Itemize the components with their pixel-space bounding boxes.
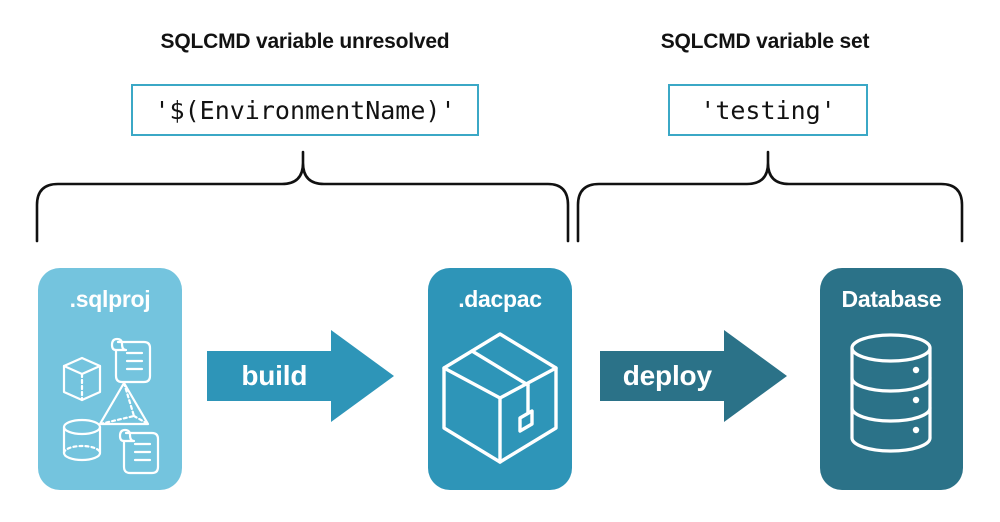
arrow-build: build <box>207 330 394 422</box>
arrow-build-label: build <box>241 360 308 391</box>
database-cylinder-icon <box>850 333 932 453</box>
arrow-deploy-label: deploy <box>622 360 712 391</box>
arrow-shape <box>600 330 787 422</box>
artifact-sqlproj-art <box>38 320 182 485</box>
arrow-deploy: deploy <box>600 330 787 422</box>
arrow-shape <box>207 330 394 422</box>
group-title-right: SQLCMD variable set <box>660 30 870 53</box>
pyramid-icon <box>98 381 150 426</box>
group-title-left: SQLCMD variable unresolved <box>160 30 450 53</box>
artifact-database-label: Database <box>841 286 942 312</box>
sqlcmd-variable-set-value: 'testing' <box>668 84 868 136</box>
cube-icon <box>62 356 102 402</box>
sqlcmd-variable-unresolved-value: '$(EnvironmentName)' <box>131 84 479 136</box>
artifact-dacpac-art <box>428 320 572 485</box>
artifact-database-art <box>820 320 963 485</box>
artifact-database: Database <box>820 268 963 490</box>
artifact-sqlproj-label: .sqlproj <box>69 286 151 312</box>
script-icon <box>110 337 152 384</box>
artifact-sqlproj: .sqlproj <box>38 268 182 490</box>
artifact-dacpac: .dacpac <box>428 268 572 490</box>
right-brace-icon <box>576 150 964 243</box>
cylinder-icon <box>62 418 102 462</box>
left-brace-icon <box>35 150 570 243</box>
artifact-dacpac-label: .dacpac <box>458 286 542 312</box>
script-icon <box>118 428 160 475</box>
package-box-icon <box>442 332 558 464</box>
